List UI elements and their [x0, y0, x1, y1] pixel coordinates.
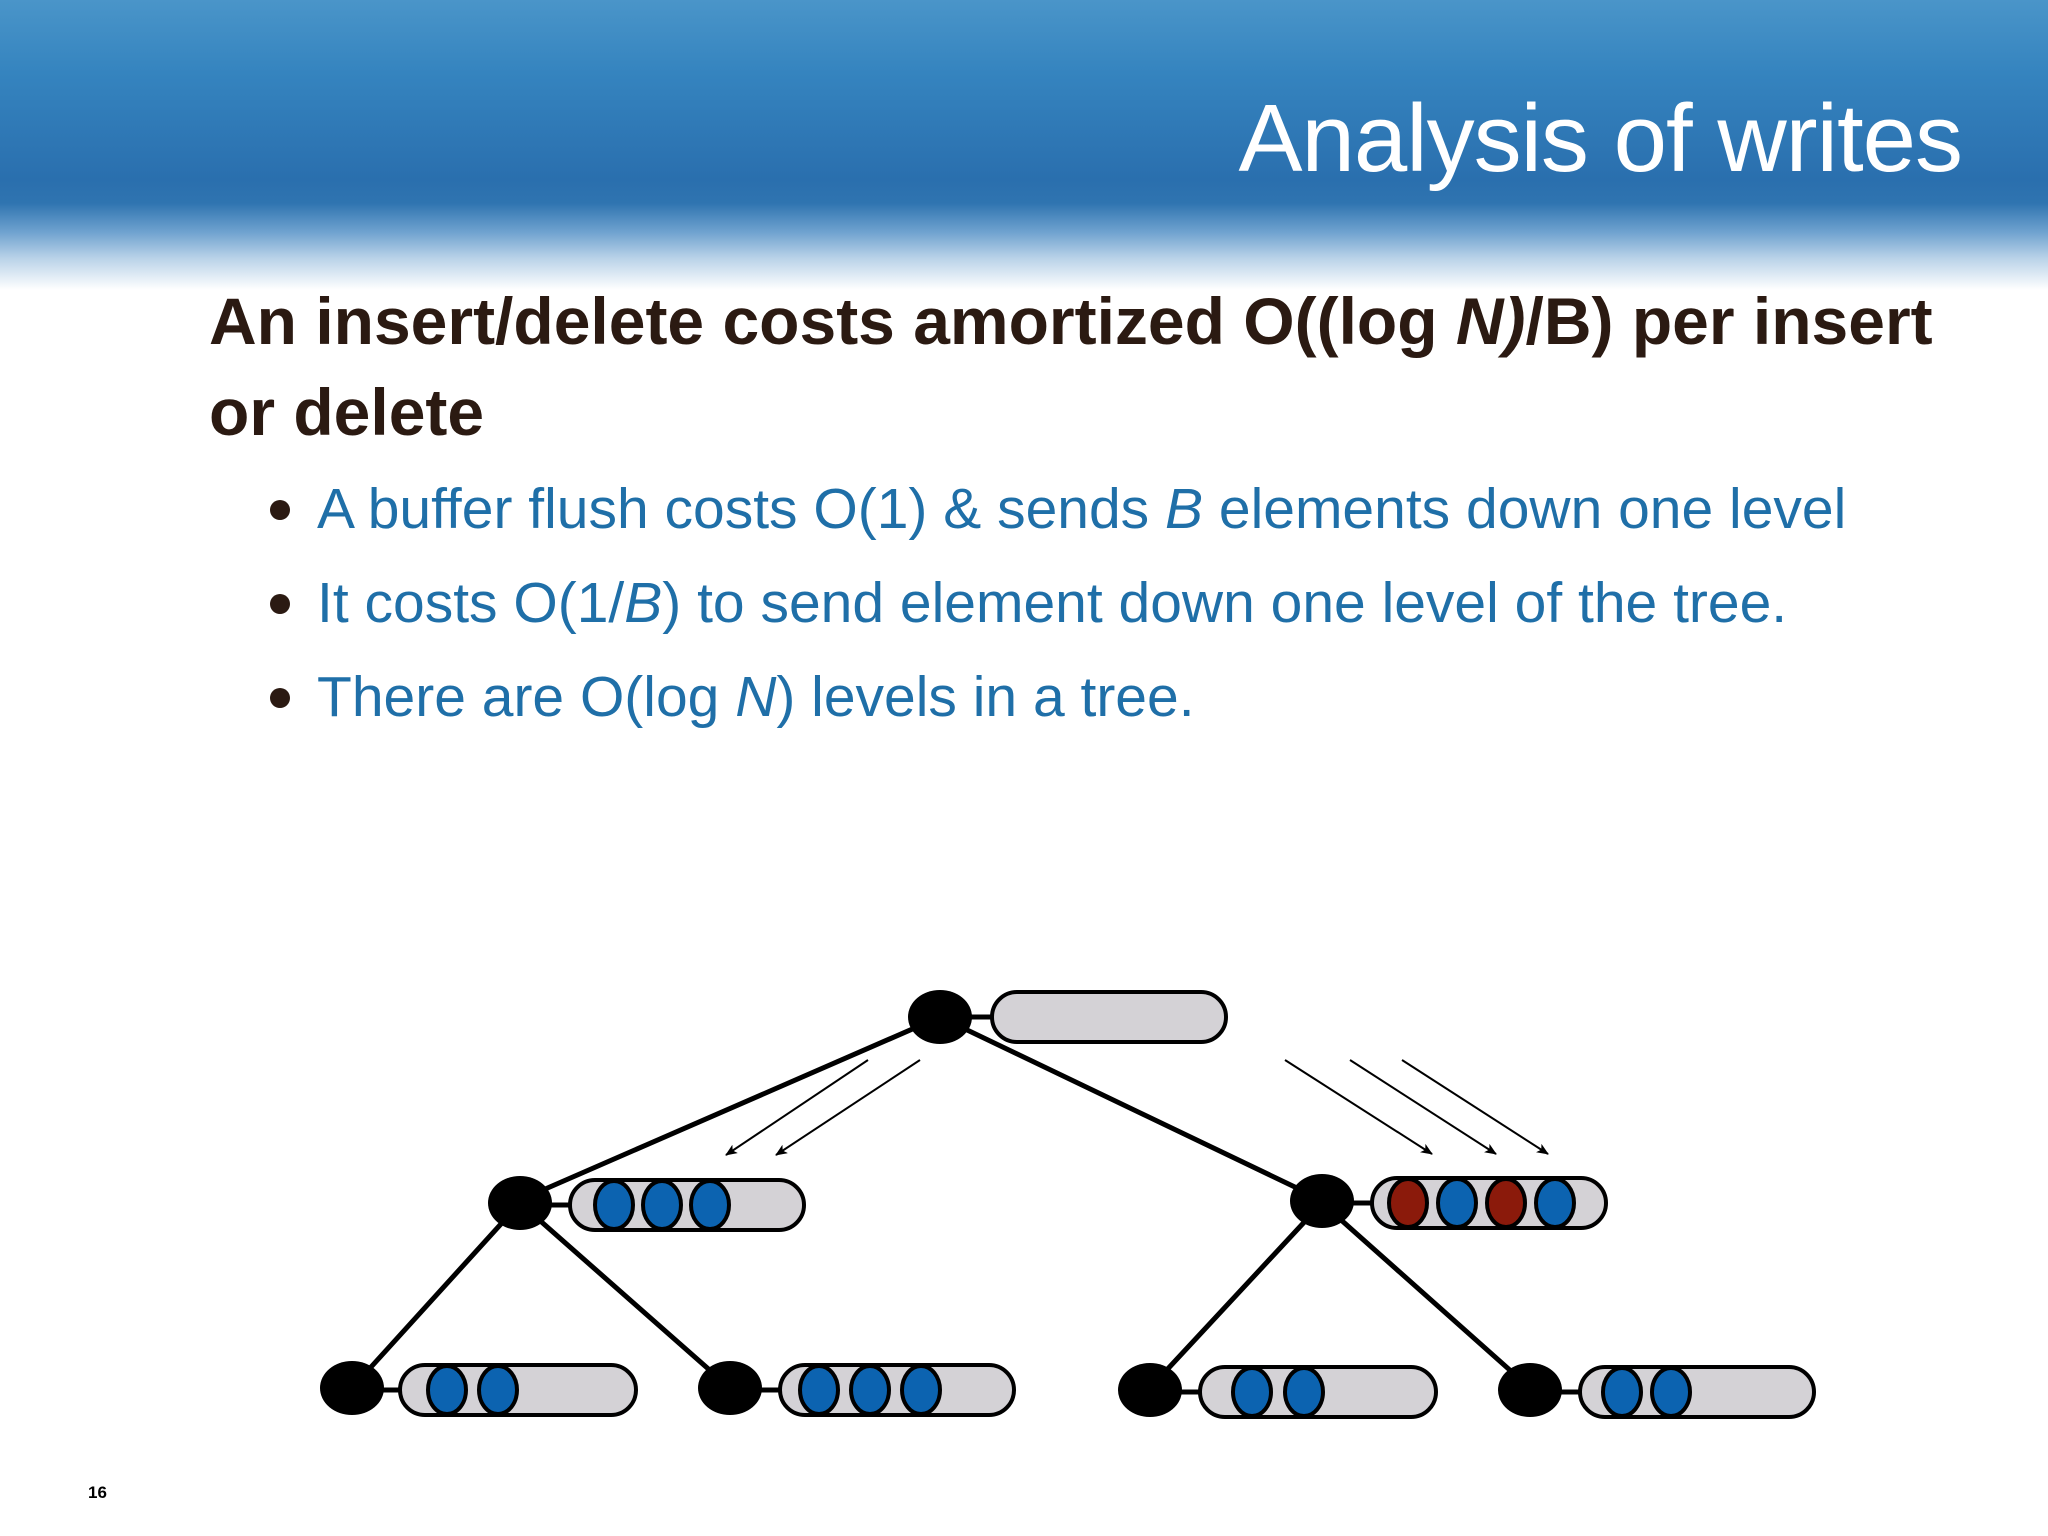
tree-node — [1118, 1363, 1182, 1417]
tree-edges — [349, 1014, 1533, 1391]
element-blue — [1436, 1177, 1478, 1229]
buffer-elements — [1601, 1366, 1692, 1418]
element-blue — [1650, 1366, 1692, 1418]
level1-node-right — [1290, 1174, 1608, 1230]
flush-arrow — [775, 1059, 921, 1156]
element-blue — [1601, 1366, 1643, 1418]
tree-node — [908, 990, 972, 1044]
tree-node — [488, 1176, 552, 1230]
tree-node — [320, 1361, 384, 1415]
leaf-node-3 — [1118, 1363, 1438, 1419]
title-bar: Analysis of writes — [0, 0, 2048, 290]
bullet-text-post: elements down one level — [1203, 477, 1847, 541]
buffer-elements — [426, 1364, 519, 1416]
edge-left-leaf2 — [517, 1200, 733, 1391]
buffer-elements — [1231, 1366, 1325, 1418]
element-blue — [477, 1364, 519, 1416]
edge-right-leaf4 — [1319, 1200, 1533, 1391]
bullet-text-italic: N — [735, 665, 777, 729]
heading-text-2: /B) per insert or delete — [209, 284, 1933, 449]
element-blue — [900, 1364, 942, 1416]
flush-arrow — [1349, 1059, 1497, 1155]
bullet-item: A buffer flush costs O(1) & sends B elem… — [264, 470, 2004, 548]
bullet-item: It costs O(1/B) to send element down one… — [264, 564, 2004, 642]
buffer-elements — [798, 1364, 942, 1416]
element-blue — [1283, 1366, 1325, 1418]
element-blue — [689, 1179, 731, 1231]
bullet-text-post: ) to send element down one level of the … — [662, 571, 1788, 635]
element-blue — [641, 1179, 683, 1231]
leaf-node-4 — [1498, 1363, 1816, 1419]
flush-arrow — [725, 1059, 869, 1156]
bullet-dot-icon — [270, 500, 290, 520]
element-blue — [426, 1364, 468, 1416]
bullet-dot-icon — [270, 688, 290, 708]
tree-node — [1498, 1363, 1562, 1417]
slide-heading: An insert/delete costs amortized O((log … — [209, 276, 1969, 458]
bullet-text-pre: A buffer flush costs O(1) & sends — [317, 477, 1166, 541]
bullet-list: A buffer flush costs O(1) & sends B elem… — [264, 470, 2004, 752]
element-red — [1485, 1177, 1527, 1229]
tree-node — [698, 1361, 762, 1415]
edge-root-left — [517, 1014, 943, 1203]
edge-right-leaf3 — [1147, 1200, 1325, 1391]
level1-node-left — [488, 1176, 806, 1232]
bullet-dot-icon — [270, 594, 290, 614]
bullet-text-pre: There are O(log — [317, 665, 736, 729]
element-blue — [798, 1364, 840, 1416]
bullet-text-post: ) levels in a tree. — [776, 665, 1195, 729]
slide-title: Analysis of writes — [1238, 85, 1963, 192]
element-blue — [1534, 1177, 1576, 1229]
element-blue — [593, 1179, 635, 1231]
flush-arrow — [1401, 1059, 1549, 1155]
element-blue — [849, 1364, 891, 1416]
buffer-elements — [1387, 1177, 1576, 1229]
flush-arrow — [1284, 1059, 1433, 1155]
flush-arrows — [725, 1059, 1549, 1156]
leaf-node-1 — [320, 1361, 638, 1417]
buffer-elements — [593, 1179, 731, 1231]
heading-text-1: An insert/delete costs amortized O((log — [209, 284, 1456, 358]
edge-left-leaf1 — [349, 1200, 523, 1391]
slide-number: 16 — [88, 1483, 107, 1502]
bullet-text-italic: B — [1165, 477, 1204, 541]
element-red — [1387, 1177, 1429, 1229]
edge-root-right — [937, 1014, 1325, 1203]
buffer-tree-diagram — [320, 990, 1816, 1419]
element-blue — [1231, 1366, 1273, 1418]
tree-node — [1290, 1174, 1354, 1228]
bullet-text-italic: B — [624, 571, 663, 635]
buffer — [778, 1363, 1016, 1417]
root-node — [908, 990, 1228, 1044]
buffer — [990, 990, 1228, 1044]
bullet-text-pre: It costs O(1/ — [317, 571, 625, 635]
bullet-item: There are O(log N) levels in a tree. — [264, 658, 2004, 736]
leaf-node-2 — [698, 1361, 1016, 1417]
heading-italic: N) — [1455, 284, 1526, 358]
